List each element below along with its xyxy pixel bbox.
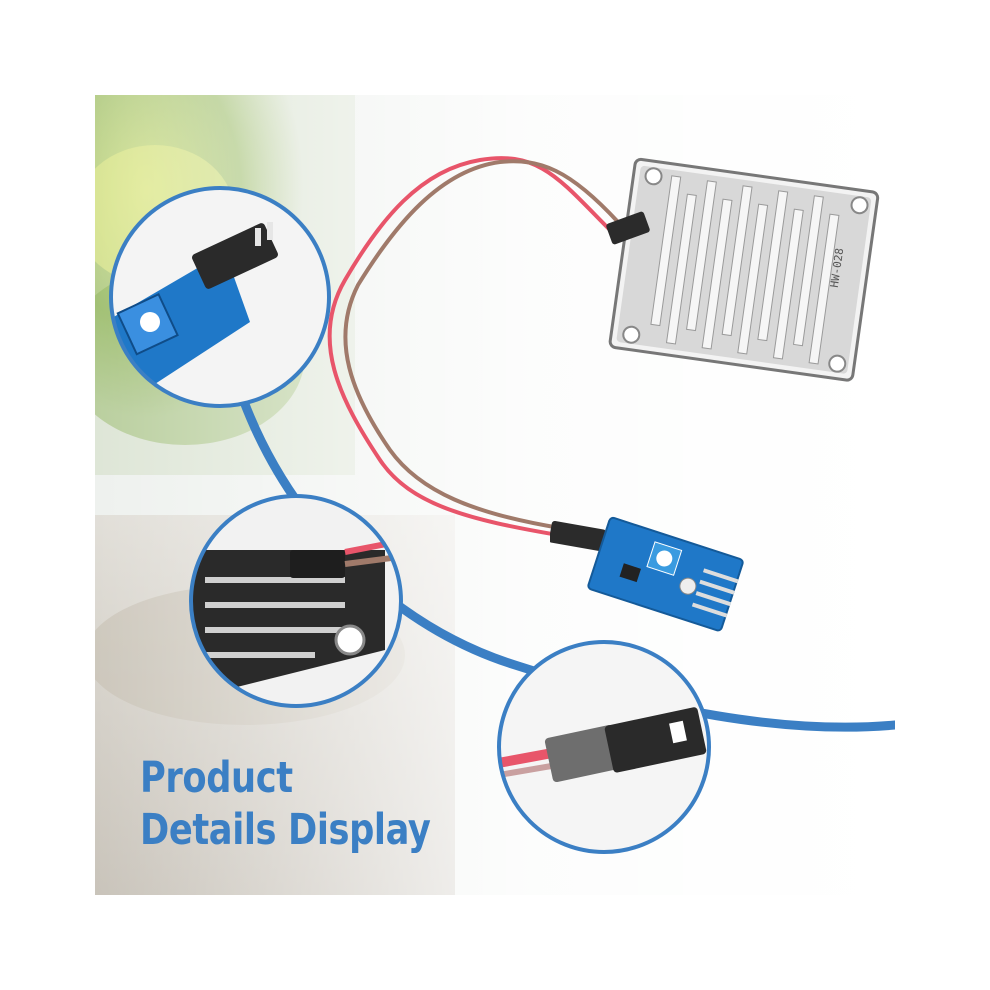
detail-circle-dupont-connector <box>497 640 711 854</box>
headline-line-2: Details Display <box>140 805 431 855</box>
detail-circle-plate-connector <box>189 494 403 708</box>
headline: Product Details Display <box>140 752 431 856</box>
headline-line-1: Product <box>140 753 293 803</box>
control-module-board <box>550 516 744 632</box>
detail-circle-potentiometer <box>109 186 331 408</box>
plate-model-label: HW-028 <box>828 247 846 288</box>
raindrop-sensor-plate: HW-028 <box>606 157 880 382</box>
